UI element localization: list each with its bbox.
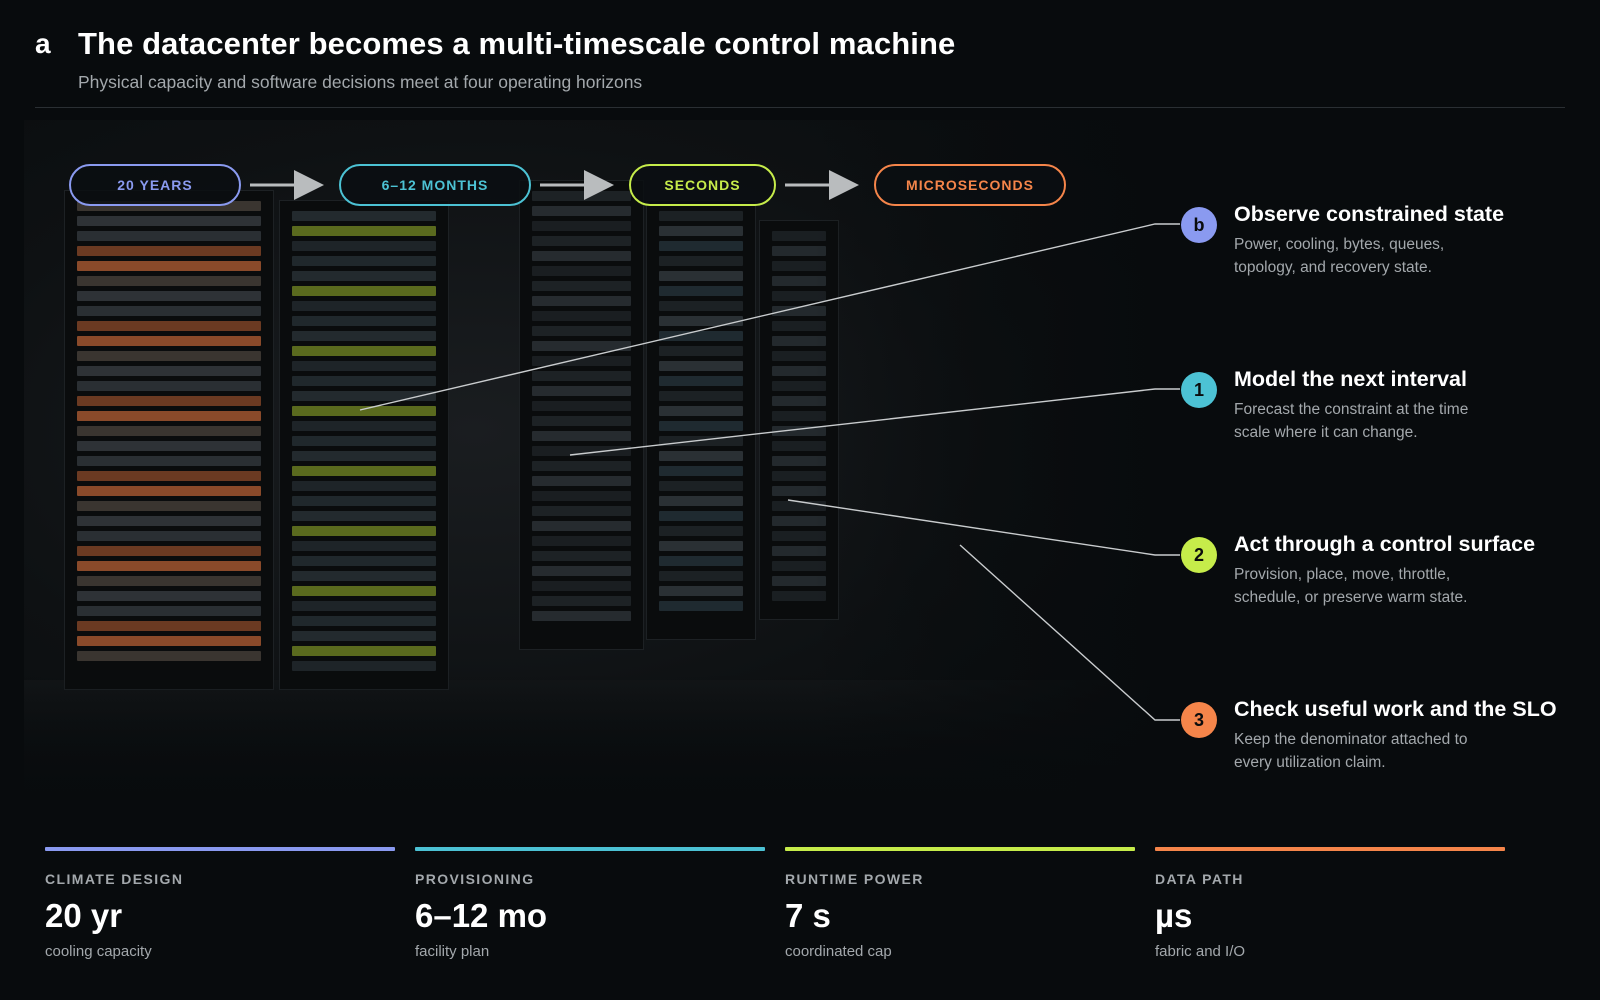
callout-title-observe: Observe constrained state (1234, 202, 1505, 226)
callout-badge-3: 3 (1181, 702, 1217, 738)
metric-value: µs (1155, 897, 1193, 934)
page-subtitle: Physical capacity and software decisions… (78, 72, 643, 92)
callout-body-model: Forecast the constraint at the time scal… (1234, 401, 1469, 441)
callout-badge-b: b (1181, 207, 1217, 243)
callout-badge-1: 1 (1181, 372, 1217, 408)
timescale-pill-20-years: 20 YEARS (69, 164, 241, 206)
callout-body-act: Provision, place, move, throttle, schedu… (1234, 566, 1468, 606)
metric-caption: fabric and I/O (1155, 943, 1246, 960)
leader-line-1 (569, 388, 1180, 456)
timescale-pill-microseconds: MICROSECONDS (874, 164, 1066, 206)
timescale-pill-6-12-months: 6–12 MONTHS (339, 164, 531, 206)
metric-value: 7 s (785, 897, 831, 934)
callout-badge-2: 2 (1181, 537, 1217, 573)
metric-label: CLIMATE DESIGN (45, 871, 184, 887)
metric-data-path: DATA PATH µs fabric and I/O (1155, 847, 1505, 960)
callout-title-act: Act through a control surface (1234, 532, 1536, 556)
metric-caption: coordinated cap (785, 943, 892, 960)
header-divider (35, 107, 1565, 108)
metric-caption: facility plan (415, 943, 490, 960)
metric-provisioning: PROVISIONING 6–12 mo facility plan (415, 847, 765, 960)
callout-body-check: Keep the denominator attached to every u… (1234, 731, 1468, 771)
metric-value: 6–12 mo (415, 897, 548, 934)
metric-color-bar (785, 847, 1135, 851)
metric-runtime-power: RUNTIME POWER 7 s coordinated cap (785, 847, 1135, 960)
page-title: The datacenter becomes a multi-timescale… (78, 26, 956, 61)
metric-color-bar (45, 847, 395, 851)
leader-line-2 (787, 499, 1180, 556)
metric-climate-design: CLIMATE DESIGN 20 yr cooling capacity (45, 847, 395, 960)
metric-caption: cooling capacity (45, 943, 152, 960)
callout-title-check: Check useful work and the SLO (1234, 697, 1557, 721)
leader-line-b (359, 223, 1180, 411)
photo-vignette (24, 120, 1150, 810)
callout-body-observe: Power, cooling, bytes, queues, topology,… (1234, 236, 1445, 276)
metric-label: RUNTIME POWER (785, 871, 924, 887)
metric-label: DATA PATH (1155, 871, 1244, 887)
callout-title-model: Model the next interval (1234, 367, 1467, 391)
timescale-pill-seconds: SECONDS (629, 164, 776, 206)
metric-label: PROVISIONING (415, 871, 535, 887)
leader-line-3 (959, 544, 1180, 721)
metric-color-bar (1155, 847, 1505, 851)
panel-letter: a (35, 28, 51, 59)
server-room-photo (24, 120, 1150, 810)
metric-color-bar (415, 847, 765, 851)
metric-value: 20 yr (45, 897, 123, 934)
